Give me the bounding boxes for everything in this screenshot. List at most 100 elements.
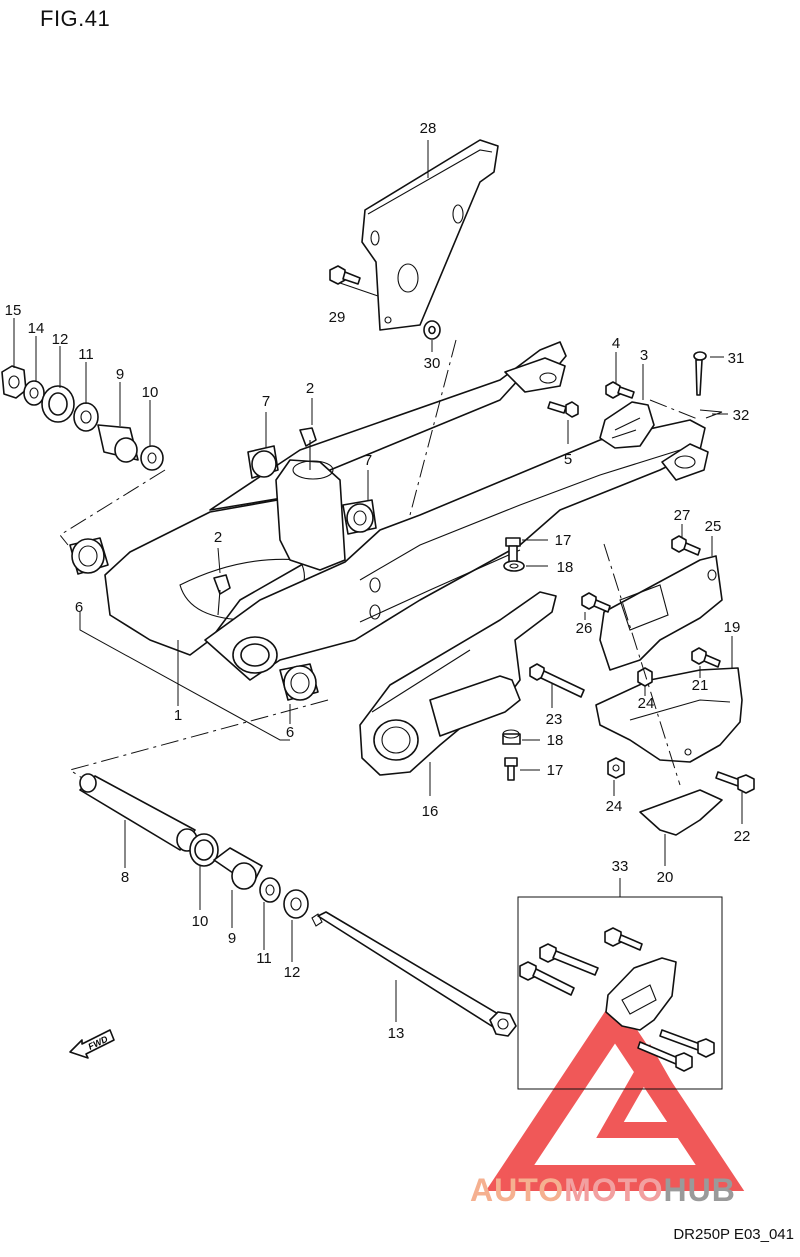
- bolt-kit-c: [604, 927, 643, 951]
- nut-15: [1, 365, 27, 399]
- bushing-7a: [247, 445, 279, 479]
- callout-4: 4: [612, 335, 620, 352]
- washer-10a: [140, 445, 164, 471]
- bolt-23: [529, 663, 585, 698]
- nut-18b: [502, 729, 521, 745]
- callout-16: 16: [422, 803, 439, 820]
- callout-29: 29: [329, 309, 346, 326]
- callout-9b: 9: [228, 930, 236, 947]
- callout-6a: 6: [75, 599, 83, 616]
- callout-5: 5: [564, 451, 572, 468]
- callout-10b: 10: [192, 913, 209, 930]
- washer-14: [23, 380, 45, 406]
- callout-18b: 18: [547, 732, 564, 749]
- cotter-pin-31: [693, 351, 707, 396]
- callout-7b: 7: [364, 452, 372, 469]
- chain-adjuster-3: [599, 401, 655, 449]
- seal-11a: [73, 402, 99, 432]
- callout-labels: 28 29 30 2 7 7 2 4 3 31 32 5 15 14 12 11…: [5, 120, 751, 1042]
- warning-triangle-logo-icon: [485, 996, 745, 1191]
- grease-nipple-2b: [213, 574, 231, 616]
- drawing-code: DR250P E03_041: [673, 1226, 794, 1243]
- washer-11b: [259, 877, 281, 903]
- washer-30: [423, 320, 441, 340]
- guard-plate-20: [639, 789, 723, 836]
- callout-17a: 17: [555, 532, 572, 549]
- bolt-27: [671, 535, 701, 556]
- clip-32: [699, 409, 723, 419]
- callout-6b: 6: [286, 724, 294, 741]
- bolt-21: [691, 647, 721, 668]
- seal-10b: [189, 833, 219, 867]
- bolt-29: [329, 265, 361, 285]
- callout-20: 20: [657, 869, 674, 886]
- seal-12a: [41, 385, 75, 423]
- callout-7a: 7: [262, 393, 270, 410]
- pivot-bolt-13: [311, 911, 517, 1037]
- bushing-6a: [69, 537, 109, 575]
- chain-buffer-16: [359, 591, 557, 776]
- callout-30: 30: [424, 355, 441, 372]
- callout-8: 8: [121, 869, 129, 886]
- callout-28: 28: [420, 120, 437, 137]
- callout-12a: 12: [52, 331, 69, 348]
- kit-box-33: [517, 896, 723, 1090]
- callout-1: 1: [174, 707, 182, 724]
- nut-24a: [637, 667, 653, 687]
- pivot-sleeve-8: [79, 773, 198, 852]
- bolt-4: [605, 381, 635, 399]
- callout-17b: 17: [547, 762, 564, 779]
- bracket-kit: [605, 957, 677, 1031]
- callout-23: 23: [546, 711, 563, 728]
- callout-15: 15: [5, 302, 22, 319]
- callout-2b: 2: [214, 529, 222, 546]
- callout-26: 26: [576, 620, 593, 637]
- bolt-kit-a: [539, 943, 599, 976]
- bushing-7b: [342, 499, 377, 535]
- bolt-kit-e: [637, 1041, 693, 1072]
- bolt-22: [715, 771, 755, 794]
- callout-9a: 9: [116, 366, 124, 383]
- callout-31: 31: [728, 350, 745, 367]
- leader-lines: [13, 140, 743, 1022]
- figure-title: FIG.41: [40, 6, 111, 31]
- bracket-25: [599, 555, 723, 671]
- watermark-auto: AUTO: [470, 1172, 565, 1208]
- watermark-wordmark: AUTOMOTOHUB: [470, 1172, 736, 1209]
- watermark-moto: MOTO: [564, 1172, 664, 1208]
- bolt-kit-b: [519, 961, 575, 996]
- chain-cover-28: [361, 139, 499, 331]
- forward-arrow-icon: FWD: [69, 1029, 115, 1059]
- grease-nipple-2a: [299, 427, 317, 470]
- bracket-19: [595, 667, 743, 763]
- swing-arm-1: [104, 341, 709, 681]
- callout-11b: 11: [256, 950, 272, 967]
- bolt-17b: [504, 757, 518, 781]
- nut-24b: [607, 757, 625, 779]
- callout-27: 27: [674, 507, 691, 524]
- bolt-kit-d: [659, 1029, 715, 1058]
- callout-21: 21: [692, 677, 709, 694]
- callout-2a: 2: [306, 380, 314, 397]
- bolt-5: [547, 401, 579, 418]
- spacer-9a: [97, 424, 139, 463]
- callout-3: 3: [640, 347, 648, 364]
- callout-24a: 24: [638, 695, 655, 712]
- bolt-26: [581, 592, 611, 613]
- callout-24b: 24: [606, 798, 623, 815]
- watermark-hub: HUB: [663, 1172, 736, 1208]
- callout-25: 25: [705, 518, 722, 535]
- callout-14: 14: [28, 320, 45, 337]
- callout-22: 22: [734, 828, 751, 845]
- callout-10a: 10: [142, 384, 159, 401]
- nut-18a: [503, 560, 525, 572]
- callout-18a: 18: [557, 559, 574, 576]
- callout-19: 19: [724, 619, 741, 636]
- callout-13: 13: [388, 1025, 405, 1042]
- callout-12b: 12: [284, 964, 301, 981]
- callout-11a: 11: [78, 346, 94, 363]
- washer-12b: [283, 889, 309, 919]
- spacer-9b: [213, 847, 263, 890]
